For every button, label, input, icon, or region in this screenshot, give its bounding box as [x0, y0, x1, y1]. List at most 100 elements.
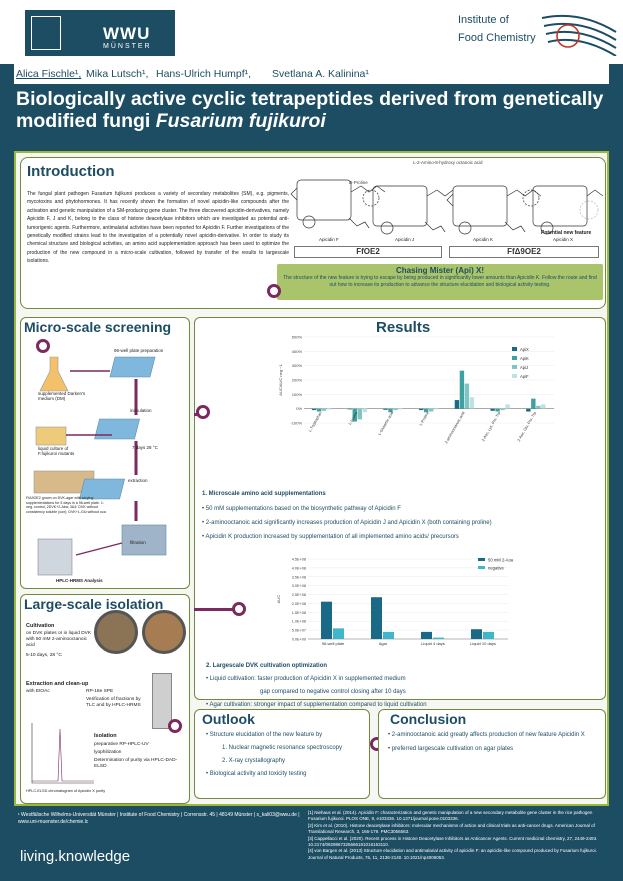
legend-label: ApiX [520, 347, 529, 352]
sec1-bullet-2-text: 2-aminooctanoic acid significantly incre… [205, 520, 492, 526]
chart-amino-acid-supplementation: 500%400%300%200%100%0%-100%AUC/AUC neg −… [278, 335, 554, 444]
bar-apik [459, 370, 465, 409]
micro-heading: Micro-scale screening [24, 319, 172, 335]
step-extraction: extraction [128, 478, 148, 483]
strain-ffd9oe2: FfΔ9OE2 [449, 246, 599, 258]
bar-apij [464, 383, 470, 409]
intro-heading: Introduction [27, 163, 115, 180]
bar-apik [352, 408, 357, 422]
sec2-bullet-1-text: Liquid cultivation: faster production of… [209, 676, 406, 682]
sec2-bullet-2: gap compared to negative control closing… [206, 688, 586, 697]
y-tick-label: 3.5E+08 [292, 575, 306, 579]
cultivation-detail: on DVK plates or in liquid DVK with 50 m… [26, 631, 92, 648]
bar-apix [311, 408, 317, 411]
isolation-title: Isolation [94, 733, 117, 739]
y-tick-label: 2.0E+08 [292, 602, 306, 606]
bar-negative [483, 631, 494, 639]
conclusion-box [378, 709, 606, 799]
isolation-hplc: preparative RP-HPLC-UV [94, 742, 149, 747]
bar-negative [333, 628, 344, 639]
step-liquid-culture: liquid culture of F.fujikuroi mutants [38, 446, 75, 456]
legend-swatch [512, 365, 517, 369]
bar-apik [388, 408, 393, 413]
bar-apij [500, 408, 505, 411]
conclusion-item-1: • 2-aminooctanoic acid greatly affects p… [388, 732, 585, 738]
footer-references: [1] Niehaus et al. (2014). Apicidin F: c… [306, 806, 611, 878]
author-2: Mika Lutsch¹, [86, 68, 149, 80]
step-hplc: HPLC-HRMS Analysis [56, 578, 103, 583]
sec2-bullet-3: • Agar cultivation: stronger impact of s… [206, 702, 427, 708]
title-line2: modified fungi Fusarium fujikuroi [16, 110, 607, 132]
y-tick-label: 500% [292, 335, 303, 340]
route-marker-4 [232, 602, 246, 616]
chasing-heading: Chasing Mister (Api) X! [395, 266, 484, 275]
results-box [194, 317, 606, 700]
bar-apif [541, 404, 546, 409]
sec1-bullet-1: • 50 mM supplementations based on the bi… [202, 506, 401, 512]
university-city: MÜNSTER [103, 43, 152, 50]
outlook-list: • Structure elucidation of the new featu… [206, 731, 366, 779]
conclusion-item-1-text: 2-aminooctanoic acid greatly affects pro… [391, 732, 585, 738]
y-tick-label: 0.0E+00 [292, 638, 306, 642]
x-tick-label: Agar [379, 641, 388, 646]
bar-apix [347, 408, 352, 410]
tagline: living.knowledge [20, 848, 131, 865]
y-tick-label: 100% [292, 392, 303, 397]
results-sec1-title: 1. Microscale amino acid supplementation… [202, 491, 326, 497]
extraction-title: Extraction and clean-up [26, 681, 89, 687]
bar-apif [469, 397, 475, 409]
x-tick-label: Liquid 10 days [470, 641, 496, 646]
step-filtration: filtration [130, 540, 146, 545]
reference-4: [4] von Bargen et al. (2013) Structure e… [308, 848, 597, 860]
y-axis-label: AUC [276, 595, 281, 604]
bar-apif [326, 408, 332, 410]
bar-apik [424, 408, 429, 413]
y-tick-label: 4.0E+08 [292, 566, 306, 570]
step-inoculation: inoculation [130, 408, 152, 413]
bar-apix [419, 408, 424, 411]
flask-image [142, 610, 186, 654]
bar-50-mm-2-aoa [471, 629, 482, 639]
sec1-bullet-2: • 2-aminooctanoic acid significantly inc… [202, 520, 492, 526]
outlook-item-3: 2. X-ray crystallography [222, 758, 286, 764]
bar-50-mm-2-aoa [421, 631, 432, 639]
x-tick-label: 2-aminooctanoic acid [444, 411, 465, 444]
label-apicidin-x: Apicidin X [553, 237, 574, 242]
poster-title: Biologically active cyclic tetrapeptides… [14, 84, 609, 140]
legend-swatch [478, 566, 485, 569]
y-tick-label: -100% [290, 421, 302, 426]
bar-apif [398, 408, 403, 410]
author-1: Alica Fischle¹, [16, 68, 82, 80]
results-sec1-list: • 50 mM supplementations based on the bi… [202, 505, 600, 542]
petri-dish-image [94, 610, 138, 654]
main-panel: Introduction The fungal plant pathogen F… [14, 151, 609, 806]
reference-3: [3] Cappellacci et al. (2020). Recent pr… [308, 835, 598, 848]
bar-negative [433, 637, 444, 639]
x-tick-label: 96-well plate [322, 641, 345, 646]
bar-apij [321, 408, 327, 411]
bar-apij [536, 405, 541, 409]
strain-ffoe2: FfOE2 [294, 246, 442, 258]
outlook-item-1: • Structure elucidation of the new featu… [206, 732, 323, 738]
y-tick-label: 1.0E+08 [292, 620, 306, 624]
institute-logo: Institute of Food Chemistry [458, 12, 618, 56]
step-incubation: 7 days 28 °C [132, 445, 158, 450]
author-line: Alica Fischle¹, Mika Lutsch¹, Hans-Ulric… [14, 64, 609, 84]
institute-line1: Institute of [458, 14, 509, 26]
conclusion-item-2: • preferred largescale cultivation on ag… [388, 746, 514, 752]
chasing-box: Chasing Mister (Api) X! The structure of… [277, 264, 603, 300]
author-4: Svetlana A. Kalinina¹ [272, 68, 369, 80]
chrom-caption: HPLC-ELSD chromatogram of Apicidin X pur… [26, 789, 106, 793]
author-3: Hans-Ulrich Humpf¹, [156, 68, 252, 80]
label-new-feature: Potential new feature [541, 230, 592, 236]
bar-apij [357, 408, 362, 420]
y-tick-label: 2.5E+08 [292, 593, 306, 597]
bar-apix [454, 400, 460, 409]
molecule-structures [290, 179, 604, 235]
results-sec2-title: 2. Largescale DVK cultivation optimizati… [206, 663, 328, 669]
label-apicidin-j: Apicidin J [395, 237, 415, 242]
university-name: WWU [103, 24, 151, 43]
bar-negative [383, 631, 394, 639]
y-tick-label: 200% [292, 378, 303, 383]
